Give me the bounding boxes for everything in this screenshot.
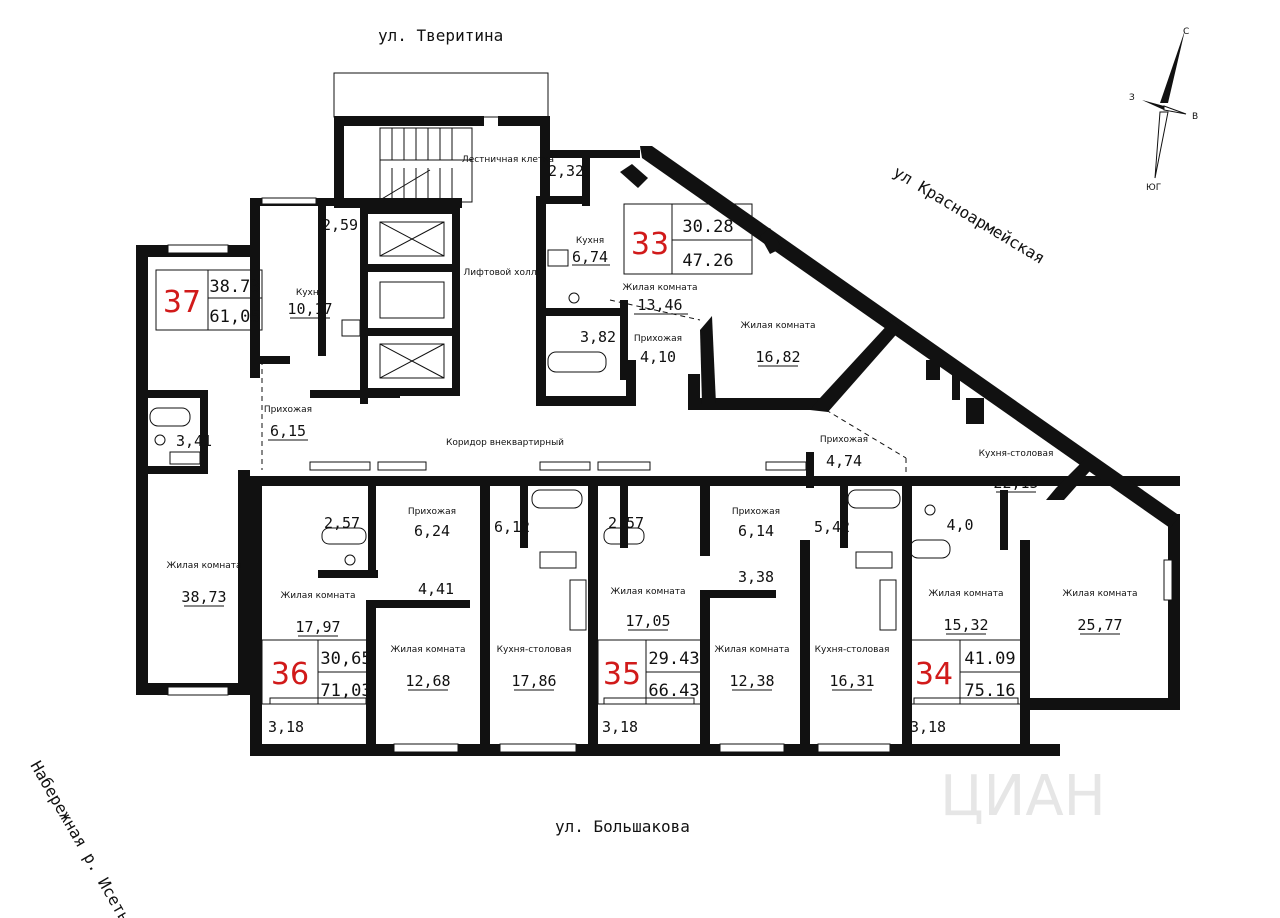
apt-36-number: 36 bbox=[271, 657, 309, 692]
room-area: 3,18 bbox=[268, 718, 304, 736]
apt-37-number: 37 bbox=[163, 285, 201, 320]
apt-33-living-area: 30.28 bbox=[682, 217, 733, 237]
lift-hall-label: Лифтовой холл bbox=[464, 268, 537, 278]
room-name: Жилая комната bbox=[281, 591, 356, 601]
apartment-34-badge: 34 41.09 75.16 bbox=[909, 639, 1023, 705]
room-name: Жилая комната bbox=[391, 645, 466, 655]
dashed-divisions bbox=[261, 299, 907, 476]
common-areas: Лестничная клетка Лифтовой холл Коридор … bbox=[446, 155, 564, 448]
street-bottom-label: ул. Большакова bbox=[555, 817, 690, 836]
room-name: Жилая комната bbox=[167, 561, 242, 571]
compass-rose-icon: С В З ЮГ bbox=[1129, 27, 1198, 193]
room-area: 6,15 bbox=[270, 422, 306, 440]
room-area: 25,77 bbox=[1077, 616, 1122, 634]
room-area: 10,17 bbox=[287, 300, 332, 318]
room-area: 3,82 bbox=[580, 328, 616, 346]
room-name: Кухня-столовая bbox=[979, 449, 1054, 459]
compass-west: З bbox=[1129, 93, 1135, 103]
room-name: Жилая комната bbox=[929, 589, 1004, 599]
room-area: 12,38 bbox=[729, 672, 774, 690]
apt-36-total-area: 71,03 bbox=[320, 681, 371, 701]
room-area: 3,41 bbox=[176, 432, 212, 450]
room-area: 16,31 bbox=[829, 672, 874, 690]
room-name: Жилая комната bbox=[1063, 589, 1138, 599]
apt-35-living-area: 29.43 bbox=[648, 649, 699, 669]
room-area: 2,57 bbox=[608, 514, 644, 532]
room-area: 4,74 bbox=[826, 452, 862, 470]
stair-label: Лестничная клетка bbox=[462, 155, 554, 165]
room-area: 3,18 bbox=[602, 718, 638, 736]
apartment-37-badge: 37 38.73 61,05 bbox=[155, 269, 263, 331]
room-area: 13,46 bbox=[637, 296, 682, 314]
room-name: Прихожая bbox=[820, 435, 868, 445]
apartment-36-badge: 36 30,65 71,03 bbox=[261, 639, 375, 705]
room-area: 17,86 bbox=[511, 672, 556, 690]
room-area: 4,0 bbox=[946, 516, 973, 534]
room-area: 38,73 bbox=[181, 588, 226, 606]
room-area: 17,97 bbox=[295, 618, 340, 636]
room-name: Жилая комната bbox=[715, 645, 790, 655]
compass-north: С bbox=[1183, 27, 1189, 37]
room-name: Прихожая bbox=[408, 507, 456, 517]
street-right-label: ул Красноармейская bbox=[890, 162, 1048, 268]
room-area: 4,10 bbox=[640, 348, 676, 366]
apt-37-living-area: 38.73 bbox=[209, 277, 260, 297]
room-area: 2,57 bbox=[324, 514, 360, 532]
room-name: Жилая комната bbox=[741, 321, 816, 331]
watermark: ЦИАН bbox=[940, 764, 1106, 829]
room-area: 12,68 bbox=[405, 672, 450, 690]
building-walls bbox=[136, 72, 1180, 756]
apt-37-total-area: 61,05 bbox=[209, 307, 260, 327]
apt-34-total-area: 75.16 bbox=[964, 681, 1015, 701]
room-name: Жилая комната bbox=[611, 587, 686, 597]
room-name: Прихожая bbox=[732, 507, 780, 517]
room-area: 6,74 bbox=[572, 248, 608, 266]
room-area: 22,15 bbox=[993, 474, 1038, 492]
bathroom-fixtures bbox=[149, 249, 951, 631]
area-underlines bbox=[184, 264, 1120, 691]
room-name: Прихожая bbox=[264, 405, 312, 415]
room-area: 3,38 bbox=[738, 568, 774, 586]
corridor-label: Коридор внеквартирный bbox=[446, 438, 564, 448]
compass-east: В bbox=[1192, 112, 1198, 122]
room-area: 6,14 bbox=[738, 522, 774, 540]
room-area: 16,82 bbox=[755, 348, 800, 366]
apt-34-living-area: 41.09 bbox=[964, 649, 1015, 669]
street-left-label: Набережная р. Исеть bbox=[27, 758, 135, 918]
room-area: 2,32 bbox=[548, 162, 584, 180]
apartment-35-badge: 35 29.43 66.43 bbox=[597, 639, 703, 705]
apt-33-number: 33 bbox=[631, 227, 669, 262]
room-labels: Кухня 6,74 2,32 Жилая комната 13,46 Прих… bbox=[167, 162, 1138, 736]
apartment-33-badge: 33 30.28 47.26 bbox=[623, 203, 753, 275]
apt-35-total-area: 66.43 bbox=[648, 681, 699, 701]
room-name: Кухня bbox=[576, 236, 604, 246]
room-name: Кухня bbox=[296, 288, 324, 298]
room-area: 6,12 bbox=[494, 518, 530, 536]
room-name: Кухня-столовая bbox=[815, 645, 890, 655]
room-area: 2,59 bbox=[322, 216, 358, 234]
room-area: 5,42 bbox=[814, 518, 850, 536]
room-name: Прихожая bbox=[634, 334, 682, 344]
room-name: Жилая комната bbox=[623, 283, 698, 293]
apt-33-total-area: 47.26 bbox=[682, 251, 733, 271]
apt-34-number: 34 bbox=[915, 657, 953, 692]
room-area: 17,05 bbox=[625, 612, 670, 630]
apt-36-living-area: 30,65 bbox=[320, 649, 371, 669]
street-top-label: ул. Тверитина bbox=[378, 26, 503, 45]
room-name: Кухня-столовая bbox=[497, 645, 572, 655]
apt-35-number: 35 bbox=[603, 657, 641, 692]
compass-south: ЮГ bbox=[1146, 183, 1161, 193]
room-area: 15,32 bbox=[943, 616, 988, 634]
room-area: 4,41 bbox=[418, 580, 454, 598]
room-area: 3,18 bbox=[910, 718, 946, 736]
room-area: 6,24 bbox=[414, 522, 450, 540]
